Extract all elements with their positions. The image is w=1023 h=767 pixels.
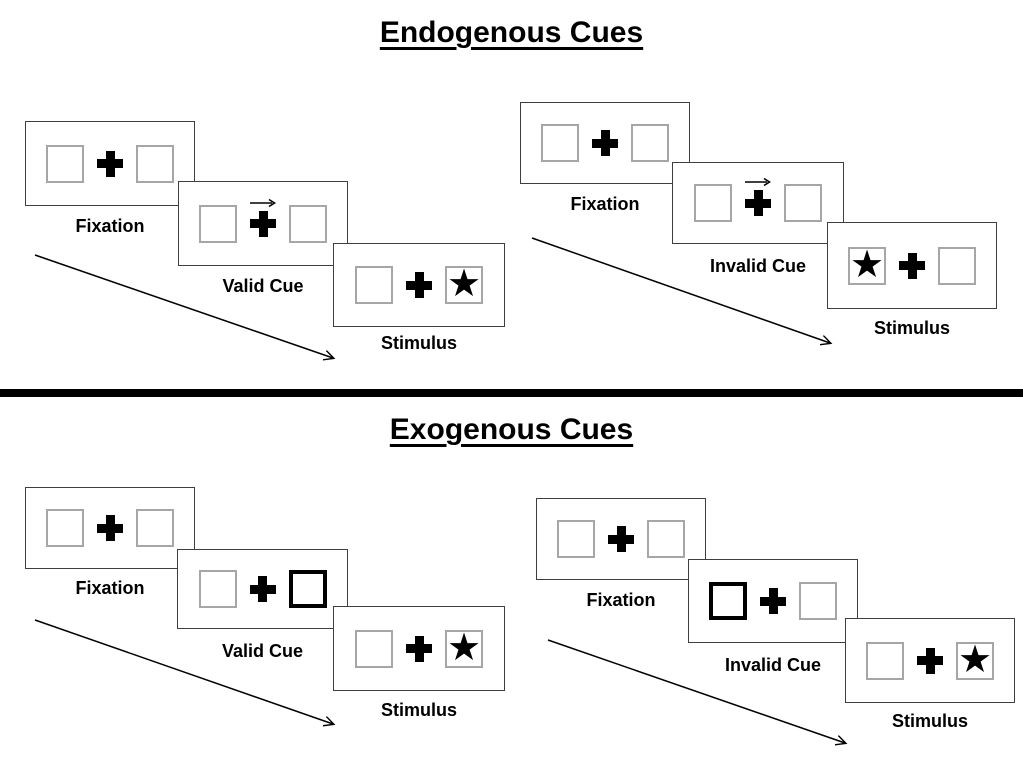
star-icon: ★ <box>957 636 993 681</box>
fixation-cross-icon <box>608 526 634 552</box>
left-placeholder-box <box>355 266 393 304</box>
fixation-screen <box>520 102 690 184</box>
right-arrow-cue-icon <box>745 177 771 187</box>
stimulus-screen: ★ <box>333 606 505 691</box>
fixation-cross-icon <box>249 576 276 602</box>
valid-cue-label: Valid Cue <box>221 641 304 661</box>
time-sequence-arrow <box>34 619 346 736</box>
fixation-label: Fixation <box>75 216 145 236</box>
fixation-screen <box>536 498 706 580</box>
star-icon: ★ <box>446 261 482 305</box>
fixation-cross-icon <box>745 177 771 216</box>
fixation-cross-icon <box>760 588 786 614</box>
star-stimulus-box: ★ <box>445 261 483 305</box>
right-placeholder-box <box>289 204 327 243</box>
invalid-cue-screen <box>688 559 858 643</box>
valid-cue-screen <box>178 181 348 266</box>
fixation-screen <box>25 121 195 206</box>
section-divider <box>0 389 1023 397</box>
stimulus-label: Stimulus <box>891 711 968 731</box>
left-placeholder-box <box>355 629 393 668</box>
fixation-cross-icon <box>592 130 618 156</box>
stimulus-screen: ★ <box>827 222 997 309</box>
valid-cue-label: Valid Cue <box>222 276 304 296</box>
invalid-cue-label: Invalid Cue <box>724 655 822 675</box>
right-placeholder-box <box>938 246 976 285</box>
valid-cue-screen <box>177 549 348 629</box>
time-sequence-arrow <box>531 237 843 355</box>
right-placeholder-box <box>799 582 837 620</box>
fixation-label: Fixation <box>75 578 145 598</box>
exogenous-section-title: Exogenous Cues <box>389 413 634 446</box>
fixation-cross-icon <box>97 150 123 177</box>
stimulus-screen: ★ <box>333 243 505 327</box>
star-stimulus-box: ★ <box>956 636 994 681</box>
fixation-label: Fixation <box>570 194 640 214</box>
fixation-cross-icon <box>406 635 432 662</box>
right-placeholder-box <box>136 509 174 547</box>
highlighted-cue-box <box>709 582 747 620</box>
right-placeholder-box <box>136 144 174 183</box>
left-placeholder-box <box>694 184 732 222</box>
invalid-cue-label: Invalid Cue <box>709 256 807 276</box>
star-icon: ★ <box>849 241 885 286</box>
stimulus-label: Stimulus <box>380 700 457 720</box>
right-placeholder-box <box>631 124 669 162</box>
left-placeholder-box <box>541 124 579 162</box>
right-placeholder-box <box>647 520 685 558</box>
left-placeholder-box <box>866 641 904 680</box>
stimulus-label: Stimulus <box>873 318 950 338</box>
invalid-cue-screen <box>672 162 844 244</box>
star-stimulus-box: ★ <box>848 241 886 286</box>
endogenous-section-title: Endogenous Cues <box>379 16 644 49</box>
star-stimulus-box: ★ <box>445 624 483 669</box>
fixation-screen <box>25 487 195 569</box>
left-placeholder-box <box>198 570 237 608</box>
time-sequence-arrow <box>34 254 346 370</box>
left-placeholder-box <box>46 144 84 183</box>
stimulus-screen: ★ <box>845 618 1015 703</box>
left-placeholder-box <box>199 204 237 243</box>
stimulus-label: Stimulus <box>380 333 457 353</box>
fixation-cross-icon <box>97 515 123 541</box>
highlighted-cue-box <box>288 570 327 608</box>
fixation-cross-icon <box>406 272 432 298</box>
right-arrow-cue-icon <box>250 198 276 207</box>
fixation-label: Fixation <box>586 590 656 610</box>
fixation-cross-icon <box>250 198 276 237</box>
right-placeholder-box <box>784 184 822 222</box>
left-placeholder-box <box>557 520 595 558</box>
left-placeholder-box <box>46 509 84 547</box>
fixation-cross-icon <box>917 647 943 674</box>
fixation-cross-icon <box>899 252 925 279</box>
star-icon: ★ <box>446 624 482 669</box>
time-sequence-arrow <box>547 639 858 755</box>
